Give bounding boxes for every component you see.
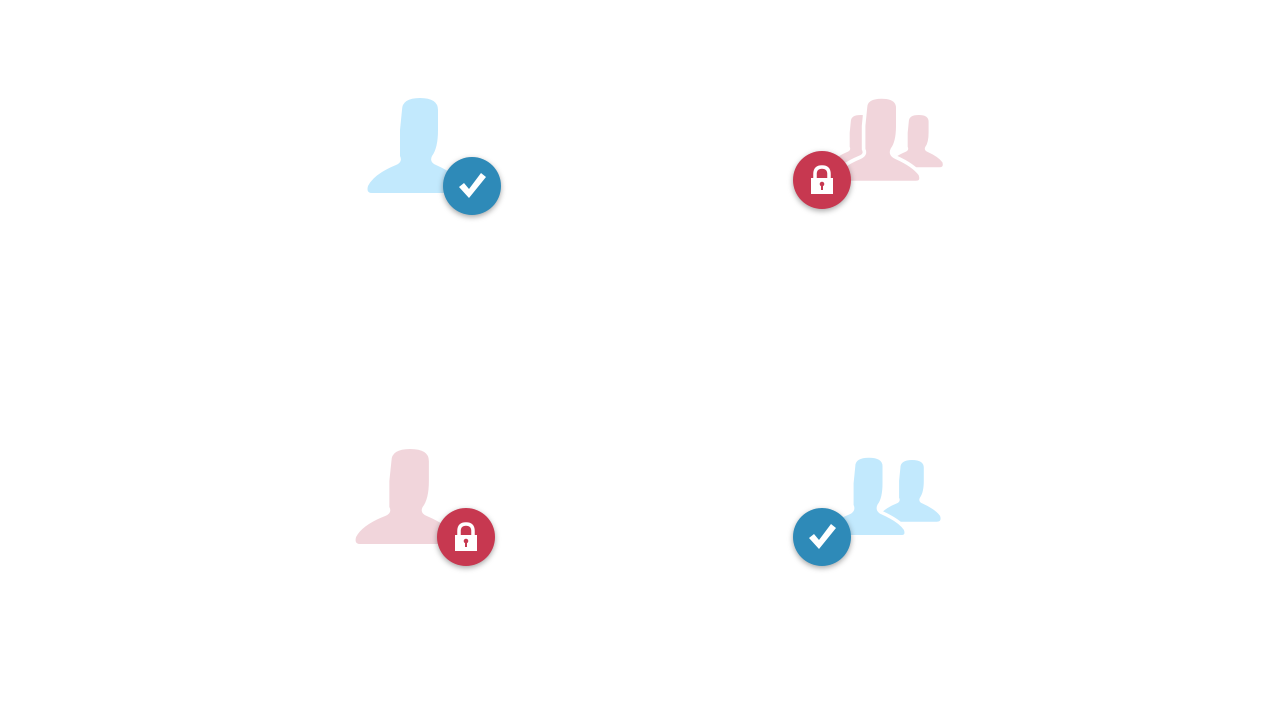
- check-icon: [459, 173, 486, 198]
- user-locked-icon: [354, 449, 499, 571]
- lock-icon: [455, 522, 477, 551]
- user-verified-icon: [366, 98, 506, 218]
- group-locked-icon: [793, 97, 945, 212]
- lock-badge: [437, 508, 495, 566]
- lock-badge: [793, 151, 851, 209]
- lock-icon: [811, 165, 833, 194]
- check-badge: [443, 157, 501, 215]
- check-badge: [793, 508, 851, 566]
- check-icon: [809, 524, 836, 549]
- group-verified-icon: [793, 456, 945, 571]
